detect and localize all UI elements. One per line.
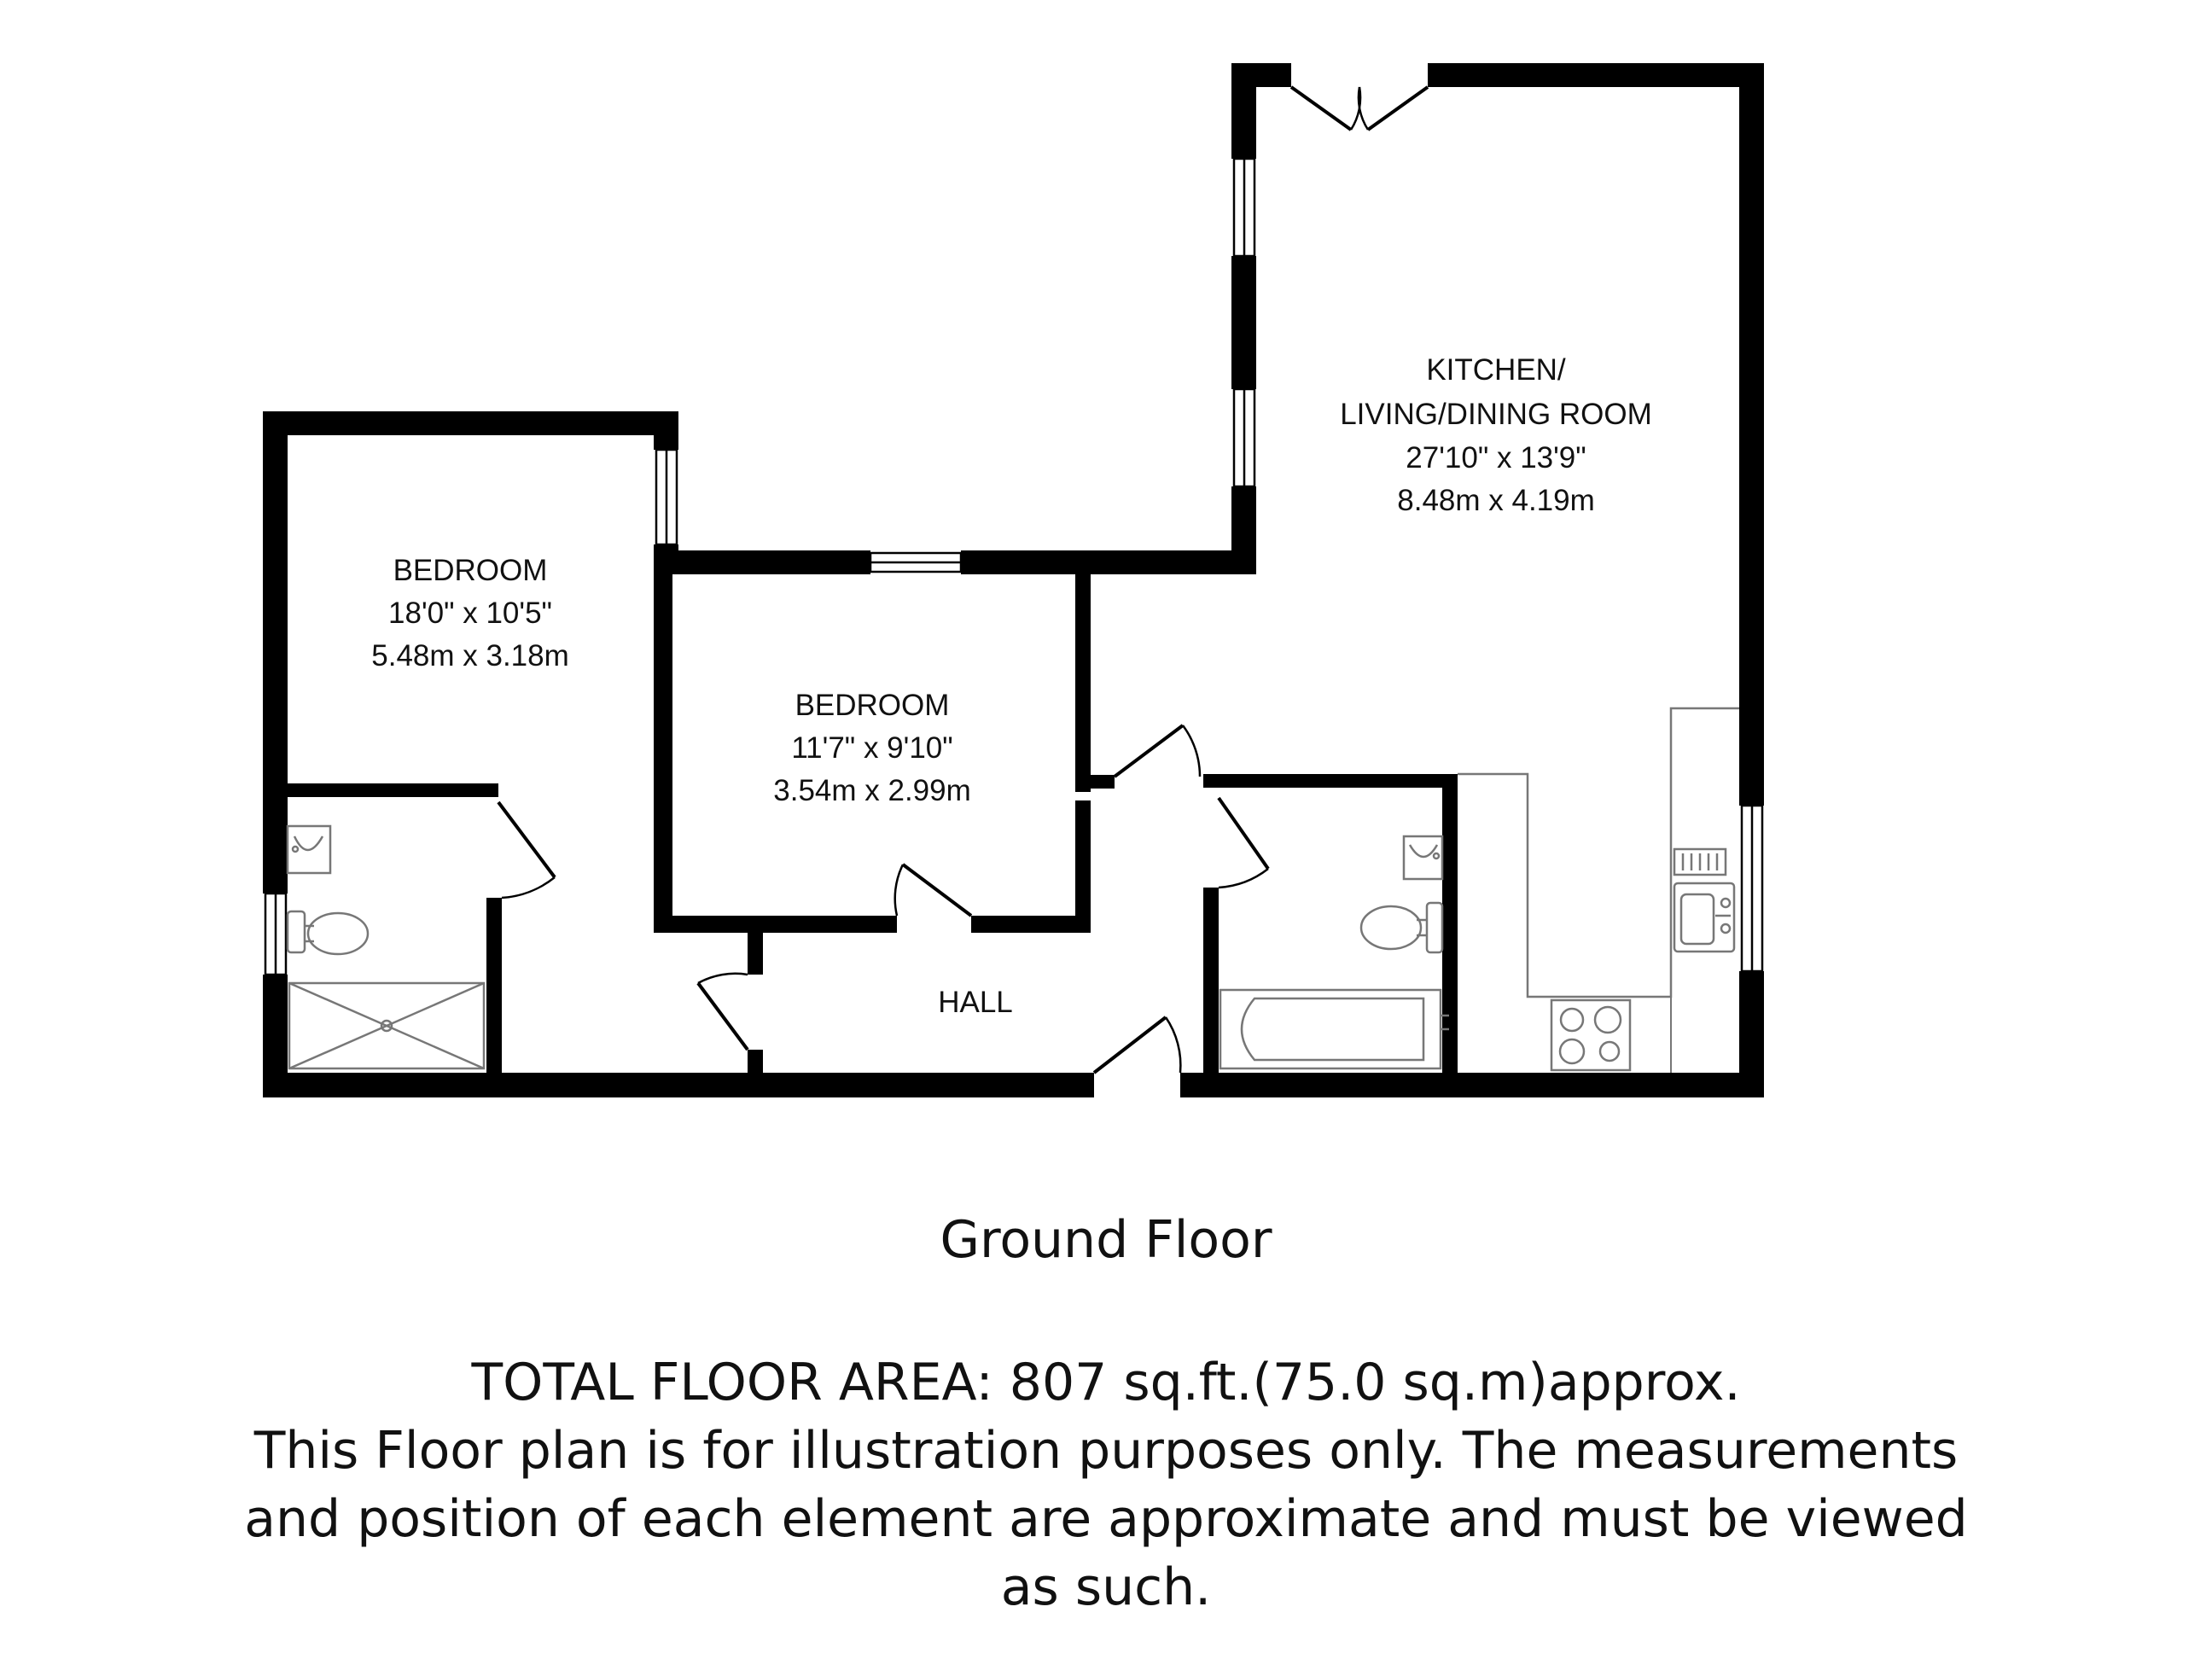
hall-label: HALL bbox=[938, 986, 1013, 1019]
french-door bbox=[1289, 85, 1429, 131]
doors bbox=[497, 85, 1429, 1074]
bedroom2-label: BEDROOM bbox=[795, 689, 950, 722]
toilet-icon bbox=[1425, 901, 1444, 954]
basin-icon bbox=[286, 824, 332, 875]
disclaimer-line2: and position of each element are approxi… bbox=[244, 1489, 1968, 1549]
fixtures bbox=[286, 707, 1739, 1073]
shower-tray-icon bbox=[288, 981, 486, 1070]
disclaimer: TOTAL FLOOR AREA: 807 sq.ft.(75.0 sq.m)a… bbox=[0, 1348, 2212, 1621]
door bbox=[497, 800, 556, 899]
bedroom1-metric: 5.48m x 3.18m bbox=[371, 639, 569, 672]
door bbox=[1113, 724, 1202, 778]
bedroom2-metric: 3.54m x 2.99m bbox=[773, 774, 971, 807]
entrance-door bbox=[1092, 1016, 1182, 1074]
hob-icon bbox=[1550, 998, 1632, 1072]
kitchen-worktop bbox=[1458, 707, 1739, 998]
door bbox=[894, 863, 973, 917]
walls bbox=[263, 63, 1764, 1097]
kitchen-label-line1: KITCHEN/ bbox=[1426, 353, 1566, 387]
bedroom1-label: BEDROOM bbox=[393, 554, 548, 587]
disclaimer-line1: This Floor plan is for illustration purp… bbox=[253, 1421, 1959, 1481]
door bbox=[1217, 796, 1270, 889]
bedroom1-imperial: 18'0" x 10'5" bbox=[388, 597, 552, 630]
kitchen-label-line2: LIVING/DINING ROOM bbox=[1340, 398, 1652, 431]
kitchen-imperial: 27'10" x 13'9" bbox=[1406, 441, 1586, 474]
kitchen-metric: 8.48m x 4.19m bbox=[1397, 484, 1595, 517]
door bbox=[696, 972, 749, 1051]
kitchen-sink-icon bbox=[1673, 882, 1736, 953]
windows bbox=[264, 157, 1764, 976]
appliance-icon bbox=[1673, 847, 1727, 876]
disclaimer-line3: as such. bbox=[1000, 1557, 1212, 1617]
toilet-icon bbox=[286, 910, 306, 954]
room-labels: KITCHEN/ LIVING/DINING ROOM 27'10" x 13'… bbox=[371, 353, 1652, 1019]
basin-icon bbox=[1402, 835, 1444, 881]
bedroom2-imperial: 11'7" x 9'10" bbox=[791, 731, 952, 765]
floor-name: Ground Floor bbox=[940, 1210, 1272, 1270]
bathtub-icon bbox=[1219, 988, 1442, 1070]
total-floor-area: TOTAL FLOOR AREA: 807 sq.ft.(75.0 sq.m)a… bbox=[471, 1353, 1741, 1412]
